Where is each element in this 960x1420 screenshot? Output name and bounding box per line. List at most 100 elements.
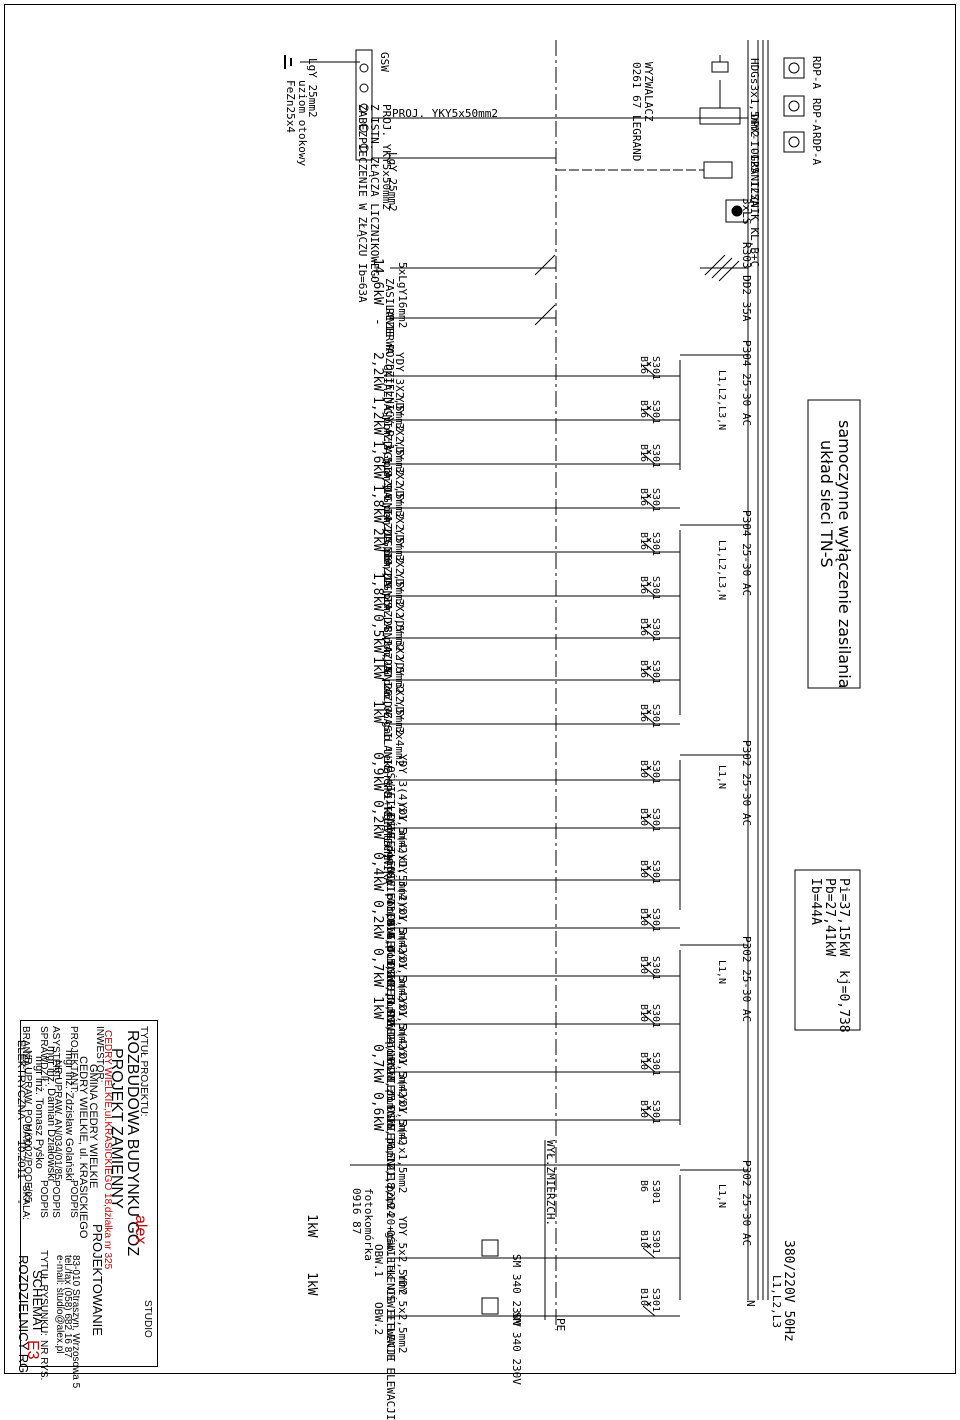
socket-rating-1: B16 xyxy=(638,400,649,419)
titleblock-sheet-title-1: SCHEMAT xyxy=(30,1270,45,1333)
light-power-5: 1kW xyxy=(370,996,385,1020)
socket-mcb-4: S301 xyxy=(650,532,661,557)
light-mcb-1: S301 xyxy=(650,808,661,833)
titleblock-branch: ELEKTRYCZNA xyxy=(15,1040,27,1120)
socket-mcb-2: S301 xyxy=(650,444,661,469)
rdp-symbol xyxy=(788,100,800,112)
titleblock-studio: STUDIO xyxy=(142,1300,153,1338)
trip-label: WYZWALACZ xyxy=(642,62,655,122)
light-rating-1: B10 xyxy=(638,808,649,827)
light-rating-5: B10 xyxy=(638,1004,649,1023)
titleblock-sheet-no: E3 xyxy=(24,1340,41,1360)
main-rcd-hatch xyxy=(711,257,733,279)
socket-mcb-6: S301 xyxy=(650,618,661,643)
light-mcb-3: S301 xyxy=(650,908,661,933)
gsw-terminal xyxy=(359,123,369,133)
fuse-label: ZABEZPIECZENIE W ZŁĄCZU Ib=63A xyxy=(356,104,369,303)
earth-electrode-label: uziom otokowy xyxy=(296,80,309,167)
rcd-p302-label-1: P302 25-30 AC xyxy=(740,740,753,827)
socket-rating-0: B16 xyxy=(638,356,649,375)
from-connector-label: Z ISTN. ZŁĄCZA LICZNIKOWEGO xyxy=(368,104,381,283)
facade-power-0: 1kW xyxy=(304,1214,319,1238)
socket-mcb-3: S301 xyxy=(650,488,661,513)
pe-label: PE xyxy=(554,1318,567,1332)
socket-rating-7: B16 xyxy=(638,660,649,679)
proj-cable-label: PROJ. YKY5x50mm2 xyxy=(392,107,498,120)
rdp-symbol xyxy=(788,62,800,74)
socket-mcb-0: S301 xyxy=(650,356,661,381)
socket-rating-2: B16 xyxy=(638,444,649,463)
phases-note: L1,L2,L3 xyxy=(770,1275,783,1328)
light-power-2: 0,4kW xyxy=(370,852,385,892)
trip-part-label: 0261 67 LEGRAND xyxy=(630,62,643,162)
light-breaker-4 xyxy=(642,961,656,977)
titleblock-projektowanie: PROJEKTOWANIE xyxy=(90,1224,105,1336)
titleblock-sign-label-1: PODPIS xyxy=(68,1180,79,1218)
gsw-terminal xyxy=(359,143,369,153)
lamps-label: 3xLS xyxy=(740,198,753,225)
socket-breaker-6 xyxy=(642,623,656,639)
rcd-p302-label-2: P302 25-30 AC xyxy=(740,936,753,1023)
titleblock-sign-label-2: PODPIS xyxy=(50,1180,61,1218)
facade-cable-1: YDY 5x2,5mm2 xyxy=(396,1274,409,1354)
light-cable-7: YDY 3(4)x1,5mm2 xyxy=(396,1094,409,1194)
contactor-coil xyxy=(481,1239,499,1257)
main-rcd-label: R303 DD2 35A xyxy=(740,242,753,322)
voltage-note: 380/220V 50Hz xyxy=(781,1240,796,1342)
facade-rating-0: B10 xyxy=(638,1230,649,1249)
light-mcb-4: S301 xyxy=(650,956,661,981)
light-breaker-7 xyxy=(642,1105,656,1121)
socket-breaker-4 xyxy=(642,537,656,553)
rdp-box xyxy=(783,95,805,117)
titleblock-logo: alex xyxy=(132,1215,149,1245)
light-power-4: 0,7kW xyxy=(370,948,385,988)
light-rating-3: B10 xyxy=(638,908,649,927)
titleblock-scale: - xyxy=(13,1200,25,1204)
socket-breaker-1 xyxy=(642,405,656,421)
main-rcd-hatch xyxy=(718,260,740,282)
gsw-terminal-block xyxy=(355,49,373,161)
light-breaker-3 xyxy=(642,913,656,929)
ib-note: Ib=44A xyxy=(808,878,823,925)
rdp-label-1: RDP-A xyxy=(810,56,823,90)
socket-rating-3: B16 xyxy=(638,488,649,507)
light-power-0: 0,9kW xyxy=(370,752,385,792)
socket-breaker-2 xyxy=(642,449,656,465)
rcd-p304-phases-2: L1,L2,L3,N xyxy=(716,540,727,601)
twilight-label: WYŁ.ZMIERZCH. xyxy=(544,1140,557,1227)
earth-electrode-type: FeZn25x4 xyxy=(284,80,297,133)
rcd-p304-label-1: P304 25-30 AC xyxy=(740,340,753,427)
socket-breaker-7 xyxy=(642,665,656,681)
socket-rating-6: B16 xyxy=(638,618,649,637)
rcd-p302-phases-2: L1,N xyxy=(716,960,727,985)
rdp-label-2: RDP-A xyxy=(810,98,823,132)
notes-box-power xyxy=(794,869,861,1031)
titleblock-checker-name: mgr inż. Tomasz Pyśko xyxy=(33,1056,45,1169)
gsw-terminal xyxy=(359,63,369,73)
facade-contactor-1: SM 340 230V xyxy=(510,1312,523,1385)
auto-off-note: samoczynne wyłączenie zasilania xyxy=(835,420,854,689)
rdp-label-3: RDP-A xyxy=(810,132,823,166)
lamp-box xyxy=(725,199,749,223)
facade-mcb-1: S301 xyxy=(650,1288,661,1313)
light-power-1: 0,2kW xyxy=(370,800,385,840)
facade-power-1: 1kW xyxy=(304,1272,319,1296)
facade-sub-1: OBW.2 xyxy=(372,1302,385,1336)
socket-mcb-5: S301 xyxy=(650,576,661,601)
light-rating-2: B10 xyxy=(638,860,649,879)
reserve-switch xyxy=(534,304,556,326)
socket-mcb-7: S301 xyxy=(650,660,661,685)
rcd-p302-label-3: P302 25-30 AC xyxy=(740,1160,753,1247)
light-rating-0: B10 xyxy=(638,760,649,779)
reserve-label: REZERWA xyxy=(383,308,396,355)
socket-rating-8: B16 xyxy=(638,704,649,723)
socket-breaker-8 xyxy=(642,709,656,725)
wiring-diagram xyxy=(284,40,861,1330)
titleblock-date: 10.2011 xyxy=(15,1140,27,1179)
light-mcb-0: S301 xyxy=(650,760,661,785)
network-note: układ sieci TN-S xyxy=(817,440,836,568)
ground-cable-2-label: LgY 25mm2 xyxy=(386,152,399,212)
titleblock-sign-label-3: PODPIS xyxy=(38,1180,49,1218)
facade-desc-1: OŚWIETLENIE ELEWACJI xyxy=(384,1288,397,1420)
schematic-page: LgY 25mm2 uziom otokowy FeZn25x4 GSW PRO… xyxy=(4,4,956,1420)
